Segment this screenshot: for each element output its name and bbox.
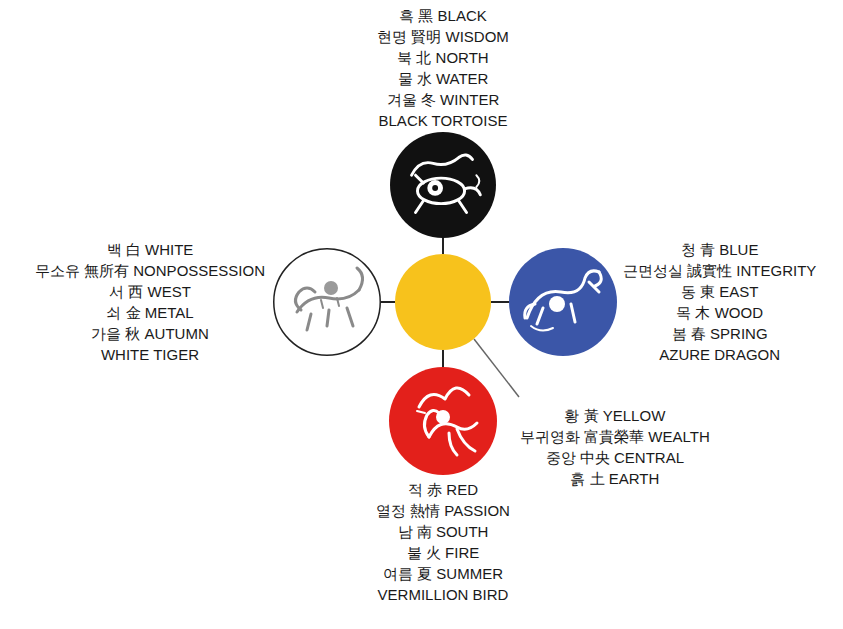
connector-line bbox=[442, 350, 444, 367]
label-block: 청 青 BLUE근면성실 誠實性 INTEGRITY동 東 EAST목 木 WO… bbox=[623, 239, 816, 365]
bird-illustration bbox=[389, 367, 497, 475]
label-block: 적 赤 RED열정 熱情 PASSION남 南 SOUTH불 火 FIRE여름 … bbox=[376, 479, 510, 605]
tortoise-illustration bbox=[390, 132, 496, 238]
tiger-illustration bbox=[273, 248, 381, 356]
circle-fill bbox=[274, 249, 381, 356]
label-text: 중앙 中央 CENTRAL bbox=[520, 447, 710, 468]
label-text: WHITE TIGER bbox=[35, 344, 265, 365]
element-circle: 황 黃 YELLOW부귀영화 富貴榮華 WEALTH중앙 中央 CENTRAL흙… bbox=[395, 254, 491, 350]
label-block: 흑 黑 BLACK현명 賢明 WISDOM북 北 NORTH물 水 WATER겨… bbox=[377, 5, 509, 131]
label-block: 백 白 WHITE무소유 無所有 NONPOSSESSION서 西 WEST쇠 … bbox=[35, 239, 265, 365]
label-text: 청 青 BLUE bbox=[623, 239, 816, 260]
label-text: 물 水 WATER bbox=[377, 68, 509, 89]
label-text: VERMILLION BIRD bbox=[376, 584, 510, 605]
connector-line bbox=[442, 238, 444, 254]
label-text: 여름 夏 SUMMER bbox=[376, 563, 510, 584]
label-text: BLACK TORTOISE bbox=[377, 110, 509, 131]
label-text: 서 西 WEST bbox=[35, 281, 265, 302]
connector-line bbox=[491, 301, 509, 303]
element-circle: 적 赤 RED열정 熱情 PASSION남 南 SOUTH불 火 FIRE여름 … bbox=[389, 367, 497, 475]
label-text: 가을 秋 AUTUMN bbox=[35, 323, 265, 344]
label-text: 봄 春 SPRING bbox=[623, 323, 816, 344]
circle-fill bbox=[390, 132, 496, 238]
circle-shape bbox=[395, 254, 491, 350]
circle-shape bbox=[273, 248, 381, 356]
circle-fill bbox=[509, 248, 617, 356]
circle-fill bbox=[389, 367, 497, 475]
element-circle: 청 青 BLUE근면성실 誠實性 INTEGRITY동 東 EAST목 木 WO… bbox=[509, 248, 617, 356]
circle-fill bbox=[395, 254, 491, 350]
label-text: 목 木 WOOD bbox=[623, 302, 816, 323]
circle-shape bbox=[390, 132, 496, 238]
label-block: 황 黃 YELLOW부귀영화 富貴榮華 WEALTH중앙 中央 CENTRAL흙… bbox=[520, 405, 710, 489]
label-text: 황 黃 YELLOW bbox=[520, 405, 710, 426]
label-text: 남 南 SOUTH bbox=[376, 521, 510, 542]
element-circle: 백 白 WHITE무소유 無所有 NONPOSSESSION서 西 WEST쇠 … bbox=[273, 248, 381, 356]
dragon-illustration bbox=[509, 248, 617, 356]
label-text: 근면성실 誠實性 INTEGRITY bbox=[623, 260, 816, 281]
label-text: 열정 熱情 PASSION bbox=[376, 500, 510, 521]
connector-line bbox=[381, 301, 395, 303]
element-circle: 흑 黑 BLACK현명 賢明 WISDOM북 北 NORTH물 水 WATER겨… bbox=[390, 132, 496, 238]
label-text: 흑 黑 BLACK bbox=[377, 5, 509, 26]
label-text: 무소유 無所有 NONPOSSESSION bbox=[35, 260, 265, 281]
label-text: 불 火 FIRE bbox=[376, 542, 510, 563]
label-text: 북 北 NORTH bbox=[377, 47, 509, 68]
label-text: 흙 土 EARTH bbox=[520, 468, 710, 489]
label-text: 현명 賢明 WISDOM bbox=[377, 26, 509, 47]
label-text: 백 白 WHITE bbox=[35, 239, 265, 260]
label-text: 쇠 金 METAL bbox=[35, 302, 265, 323]
label-text: 동 東 EAST bbox=[623, 281, 816, 302]
label-text: 적 赤 RED bbox=[376, 479, 510, 500]
label-text: 부귀영화 富貴榮華 WEALTH bbox=[520, 426, 710, 447]
label-text: AZURE DRAGON bbox=[623, 344, 816, 365]
label-text: 겨울 冬 WINTER bbox=[377, 89, 509, 110]
